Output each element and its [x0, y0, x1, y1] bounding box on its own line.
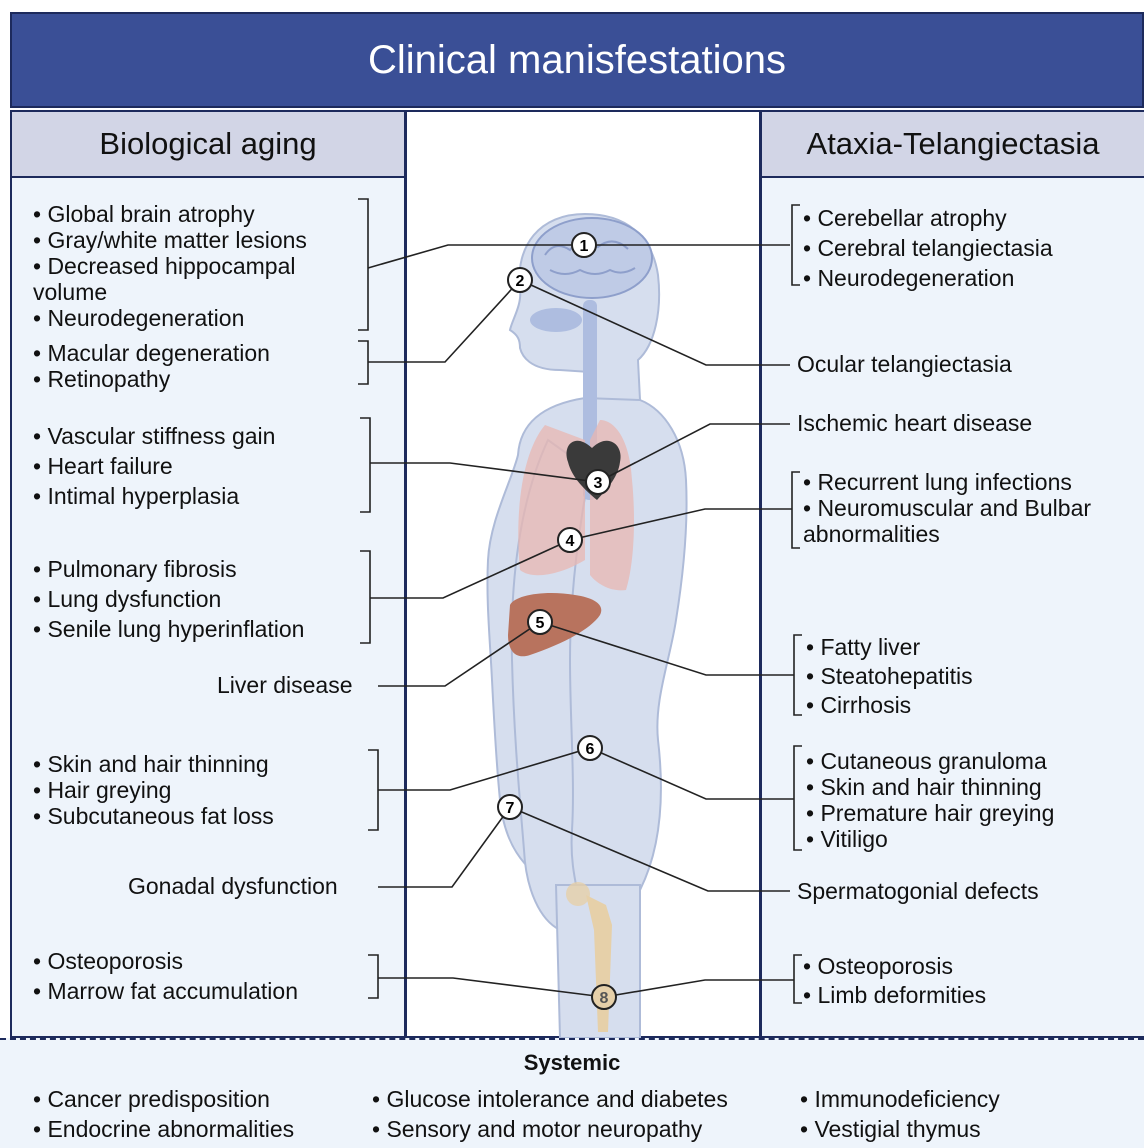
svg-text:8: 8 [600, 990, 609, 1007]
right-brackets [792, 205, 802, 1003]
svg-text:2: 2 [516, 273, 525, 290]
brain-organ [532, 218, 652, 298]
svg-text:7: 7 [506, 800, 515, 817]
systemic-col-2: • Glucose intolerance and diabetes • Sen… [372, 1084, 728, 1144]
list-item: • Vestigial thymus [800, 1114, 1000, 1144]
marker-2: 2 [508, 268, 532, 292]
svg-text:1: 1 [580, 238, 589, 255]
list-item: • Cancer predisposition [33, 1084, 294, 1114]
marker-5: 5 [528, 610, 552, 634]
systemic-col-3: • Immunodeficiency • Vestigial thymus [800, 1084, 1000, 1144]
systemic-title: Systemic [0, 1050, 1144, 1076]
systemic-col-1: • Cancer predisposition • Endocrine abno… [33, 1084, 294, 1144]
marker-6: 6 [578, 736, 602, 760]
list-item: • Glucose intolerance and diabetes [372, 1084, 728, 1114]
marker-7: 7 [498, 795, 522, 819]
svg-text:3: 3 [594, 475, 603, 492]
svg-text:6: 6 [586, 741, 595, 758]
marker-4: 4 [558, 528, 582, 552]
sinus-organ [530, 308, 582, 332]
list-item: • Sensory and motor neuropathy [372, 1114, 728, 1144]
systemic-section: Systemic • Cancer predisposition • Endoc… [0, 1038, 1144, 1148]
marker-1: 1 [572, 233, 596, 257]
svg-text:4: 4 [566, 533, 575, 550]
marker-8: 8 [592, 985, 616, 1009]
list-item: • Endocrine abnormalities [33, 1114, 294, 1144]
list-item: • Immunodeficiency [800, 1084, 1000, 1114]
svg-text:5: 5 [536, 615, 545, 632]
marker-3: 3 [586, 470, 610, 494]
